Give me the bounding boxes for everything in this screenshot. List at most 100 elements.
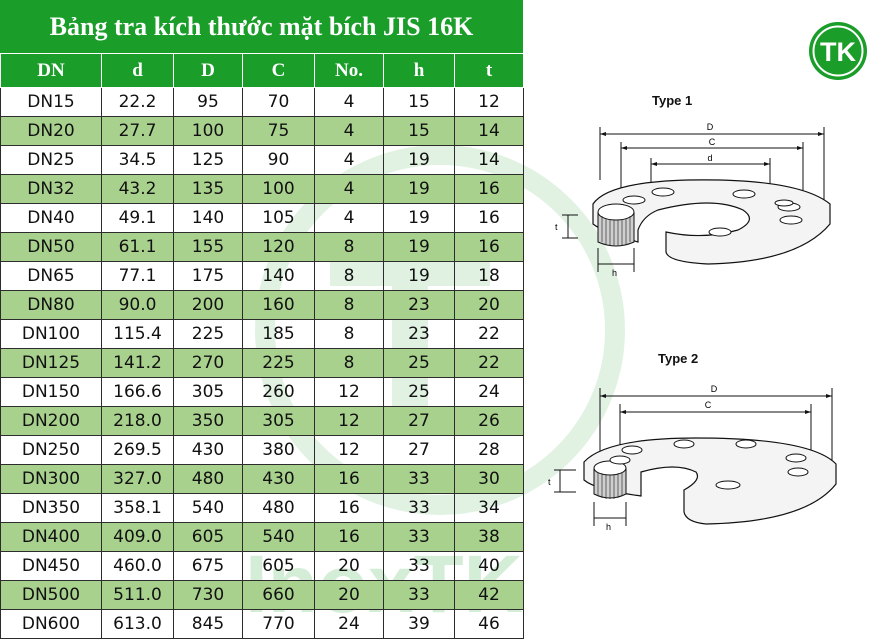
type1-flange-drawing: D C d t: [555, 122, 831, 278]
table-cell-c: 480: [242, 493, 315, 523]
table-cell-t: 14: [454, 145, 524, 175]
table-cell-t: 22: [454, 319, 524, 349]
table-cell-no: 8: [314, 232, 384, 262]
table-cell-d: 358.1: [101, 493, 174, 523]
table-cell-c: 770: [242, 609, 315, 639]
table-cell-dn: DN50: [0, 232, 102, 262]
table-cell-dn: DN15: [0, 87, 102, 117]
table-cell-dn: DN500: [0, 580, 102, 610]
table-cell-dn: DN300: [0, 464, 102, 494]
table-cell-t: 40: [454, 551, 524, 581]
table-cell-t: 12: [454, 87, 524, 117]
table-cell-dn: DN250: [0, 435, 102, 465]
table-cell-t: 38: [454, 522, 524, 552]
table-cell-c: 225: [242, 348, 315, 378]
table-cell-t: 30: [454, 464, 524, 494]
table-cell-t: 18: [454, 261, 524, 291]
table-cell-c: 430: [242, 464, 315, 494]
table-cell-c: 120: [242, 232, 315, 262]
table-cell-d: 218.0: [101, 406, 174, 436]
table-cell-h: 25: [383, 377, 455, 407]
dim-label-h: h: [606, 522, 611, 532]
column-header: No.: [314, 53, 384, 88]
table-cell-d: 200: [173, 290, 243, 320]
table-cell-c: 105: [242, 203, 315, 233]
table-cell-d: 511.0: [101, 580, 174, 610]
table-cell-no: 4: [314, 174, 384, 204]
column-header: t: [454, 53, 524, 88]
table-cell-c: 660: [242, 580, 315, 610]
table-cell-d: 460.0: [101, 551, 174, 581]
table-cell-c: 605: [242, 551, 315, 581]
table-cell-h: 33: [383, 580, 455, 610]
table-cell-t: 16: [454, 232, 524, 262]
table-cell-no: 12: [314, 406, 384, 436]
table-cell-h: 33: [383, 522, 455, 552]
table-cell-d: 77.1: [101, 261, 174, 291]
logo-text: TK: [820, 37, 856, 67]
table-cell-d: 125: [173, 145, 243, 175]
table-cell-d: 140: [173, 203, 243, 233]
table-cell-no: 16: [314, 522, 384, 552]
table-cell-h: 23: [383, 319, 455, 349]
page-title: Bảng tra kích thước mặt bích JIS 16K: [0, 0, 523, 53]
column-header: d: [101, 53, 174, 88]
table-cell-t: 46: [454, 609, 524, 639]
dim-label-D: D: [711, 384, 718, 394]
table-cell-no: 4: [314, 145, 384, 175]
table-cell-d: 605: [173, 522, 243, 552]
table-cell-c: 260: [242, 377, 315, 407]
table-cell-d: 409.0: [101, 522, 174, 552]
dim-label-C: C: [705, 400, 712, 410]
table-cell-d: 49.1: [101, 203, 174, 233]
table-cell-t: 28: [454, 435, 524, 465]
table-cell-c: 160: [242, 290, 315, 320]
table-cell-d: 90.0: [101, 290, 174, 320]
table-cell-no: 8: [314, 261, 384, 291]
table-cell-h: 15: [383, 87, 455, 117]
table-cell-t: 20: [454, 290, 524, 320]
table-cell-d: 845: [173, 609, 243, 639]
table-cell-c: 70: [242, 87, 315, 117]
table-cell-h: 25: [383, 348, 455, 378]
table-cell-d: 175: [173, 261, 243, 291]
table-cell-h: 23: [383, 290, 455, 320]
table-cell-h: 19: [383, 261, 455, 291]
table-cell-no: 20: [314, 580, 384, 610]
table-cell-dn: DN20: [0, 116, 102, 146]
table-cell-dn: DN600: [0, 609, 102, 639]
table-cell-d: 135: [173, 174, 243, 204]
table-cell-c: 380: [242, 435, 315, 465]
table-cell-d: 480: [173, 464, 243, 494]
table-cell-d: 430: [173, 435, 243, 465]
table-cell-d: 305: [173, 377, 243, 407]
table-cell-d: 22.2: [101, 87, 174, 117]
table-cell-h: 27: [383, 435, 455, 465]
dim-label-t: t: [555, 222, 558, 232]
dim-label-h: h: [612, 268, 617, 278]
table-cell-d: 100: [173, 116, 243, 146]
table-cell-no: 8: [314, 290, 384, 320]
table-cell-d: 613.0: [101, 609, 174, 639]
table-cell-d: 225: [173, 319, 243, 349]
table-cell-h: 19: [383, 203, 455, 233]
table-cell-no: 16: [314, 493, 384, 523]
table-cell-d: 327.0: [101, 464, 174, 494]
table-cell-dn: DN32: [0, 174, 102, 204]
table-cell-d: 166.6: [101, 377, 174, 407]
table-cell-no: 4: [314, 116, 384, 146]
table-cell-no: 20: [314, 551, 384, 581]
